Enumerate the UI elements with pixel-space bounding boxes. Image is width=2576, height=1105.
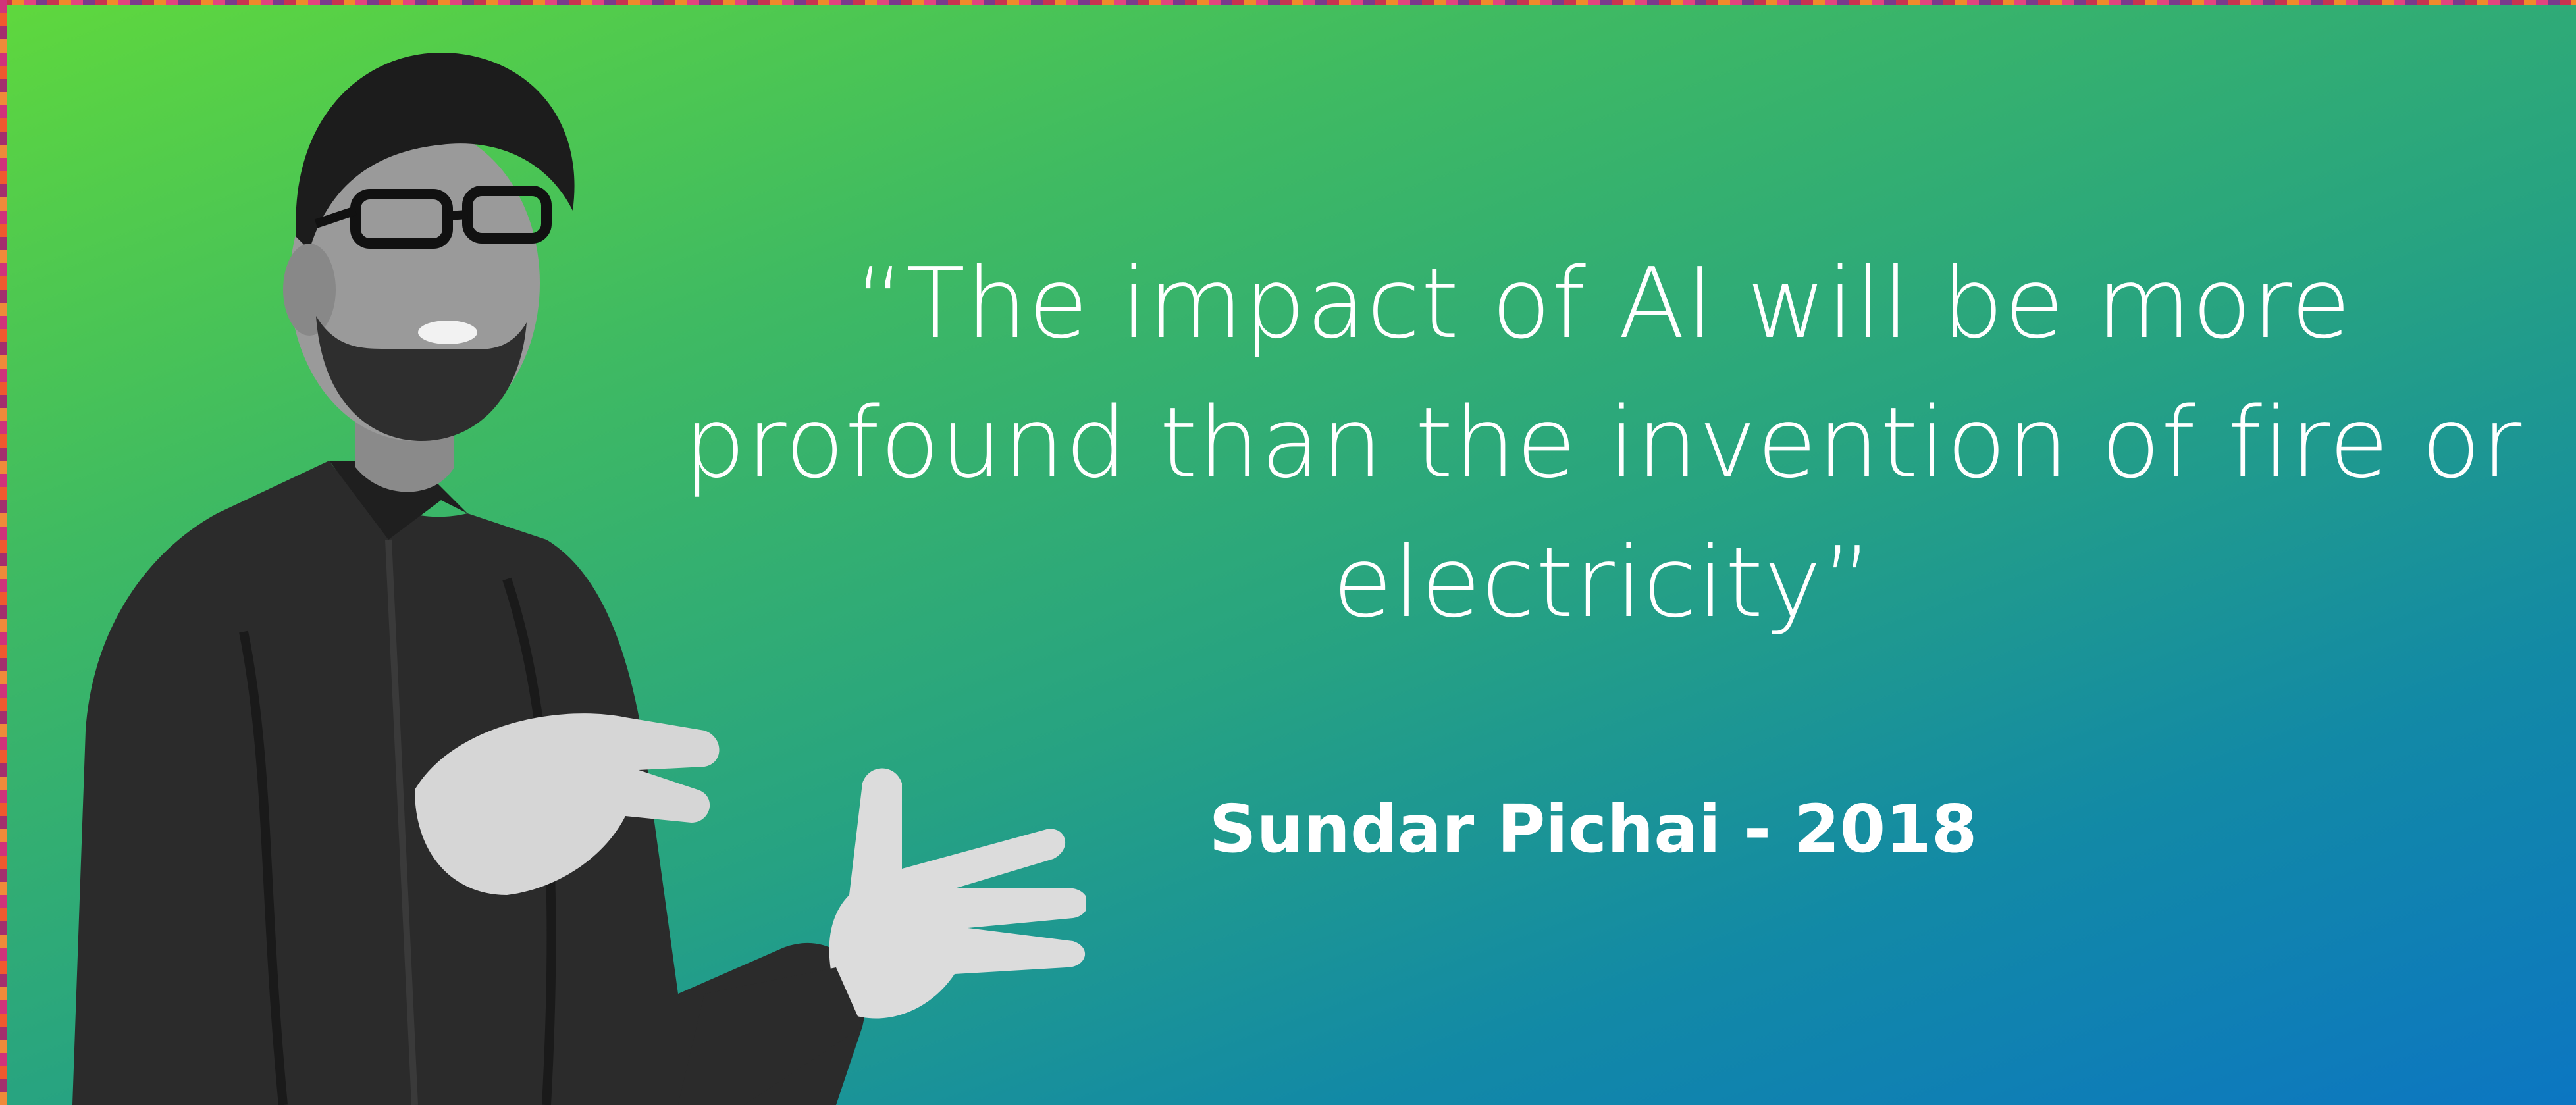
quote-attribution: Sundar Pichai - 2018 [1209, 790, 1978, 867]
speaker-photo [72, 53, 1086, 1105]
decorative-left-border [0, 0, 7, 1105]
decorative-top-border [0, 0, 2576, 5]
quote-text: “The impact of AI will be more profound … [683, 247, 2523, 639]
